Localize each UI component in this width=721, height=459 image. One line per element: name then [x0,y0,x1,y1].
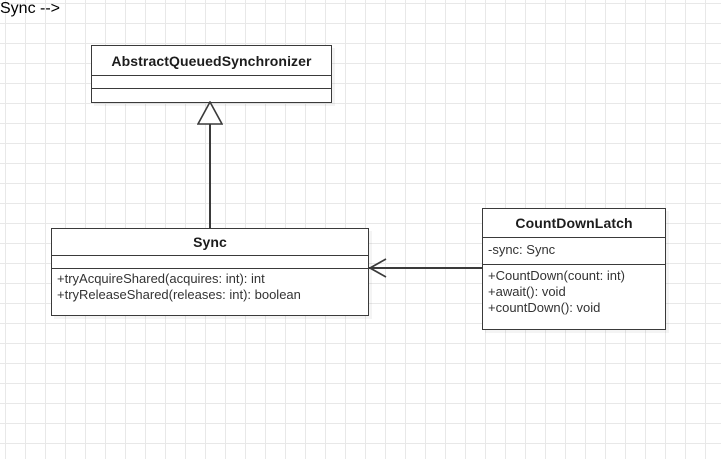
association-line [369,267,483,269]
class-attributes-countdownlatch: -sync: Sync [483,238,665,265]
open-arrowhead-icon [368,258,387,278]
class-operations-countdownlatch: +CountDown(count: int) +await(): void +c… [483,265,665,329]
class-box-countdownlatch[interactable]: CountDownLatch -sync: Sync +CountDown(co… [482,208,666,330]
class-box-sync[interactable]: Sync +tryAcquireShared(acquires: int): i… [51,228,369,316]
operation-item: +CountDown(count: int) [488,268,625,283]
class-attributes-abstractqueuedsynchronizer [92,76,331,89]
attribute-item: -sync: Sync [488,242,556,257]
class-title-countdownlatch: CountDownLatch [483,209,665,238]
operation-item: +tryReleaseShared(releases: int): boolea… [57,287,301,302]
class-operations-abstractqueuedsynchronizer [92,89,331,100]
class-title-abstractqueuedsynchronizer: AbstractQueuedSynchronizer [92,46,331,76]
class-title-sync: Sync [52,229,368,256]
generalization-line [209,122,211,229]
class-attributes-sync [52,256,368,269]
hollow-triangle-arrowhead-icon [197,101,223,125]
class-box-abstractqueuedsynchronizer[interactable]: AbstractQueuedSynchronizer [91,45,332,103]
operation-item: +await(): void [488,284,566,299]
class-operations-sync: +tryAcquireShared(acquires: int): int +t… [52,269,368,314]
operation-item: +tryAcquireShared(acquires: int): int [57,271,265,286]
operation-item: +countDown(): void [488,300,601,315]
